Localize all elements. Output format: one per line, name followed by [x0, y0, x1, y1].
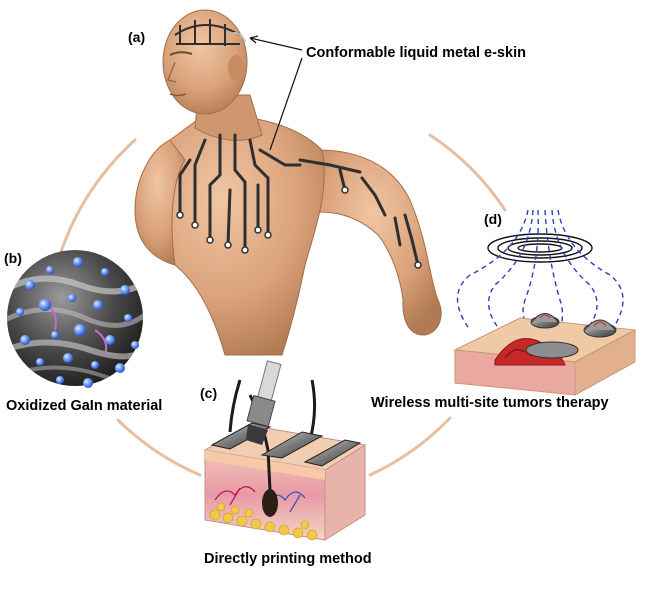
ring-arc-bottom-left: [116, 418, 202, 477]
oxidized-gain-sphere: [7, 250, 143, 388]
ring-arc-top-left: [58, 138, 137, 257]
droplets: [16, 257, 139, 388]
panel-d-tag: (d): [484, 211, 502, 227]
skin-printing-illustration: [203, 360, 367, 541]
circuit-nodes: [176, 186, 422, 269]
panel-b-caption: Oxidized GaIn material: [6, 398, 163, 414]
panel-d-caption: Wireless multi-site tumors therapy: [371, 395, 609, 411]
nose: [166, 61, 177, 83]
hair-strand-3: [228, 379, 242, 433]
coil-icon: [487, 233, 593, 263]
wireless-therapy-illustration: [453, 209, 637, 396]
panel-c-tag: (c): [200, 385, 218, 401]
hair-strand-2: [308, 379, 317, 441]
ring-arc-top-right: [428, 133, 507, 212]
connecting-ring: [58, 133, 507, 477]
ear: [228, 55, 244, 81]
implant-devices: [525, 313, 617, 359]
fat-layer: [209, 502, 318, 541]
epidermis-layer: [205, 450, 325, 480]
panel-a-tag: (a): [128, 29, 146, 45]
ring-arc-bottom-right: [368, 416, 452, 477]
mouth: [169, 93, 187, 97]
panel-a-caption: Conformable liquid metal e-skin: [306, 45, 526, 61]
torso-circuit: [178, 133, 420, 267]
shoulder: [134, 139, 186, 266]
arrowhead-head: [249, 35, 259, 44]
caption-pointers: [249, 35, 303, 151]
magnetic-field-lines: [456, 209, 624, 331]
panel-c-caption: Directly printing method: [204, 551, 372, 567]
hair-follicle: [262, 489, 278, 517]
arm: [317, 149, 442, 336]
tissue-block-side: [574, 329, 636, 396]
brush-icon: [246, 360, 282, 445]
scalp-circuit: [174, 19, 246, 46]
pointer-head: [249, 37, 303, 51]
eyebrow: [169, 51, 193, 56]
pointer-chest: [269, 57, 303, 151]
human-figure-illustration: [134, 9, 442, 356]
panel-b-tag: (b): [4, 250, 22, 266]
